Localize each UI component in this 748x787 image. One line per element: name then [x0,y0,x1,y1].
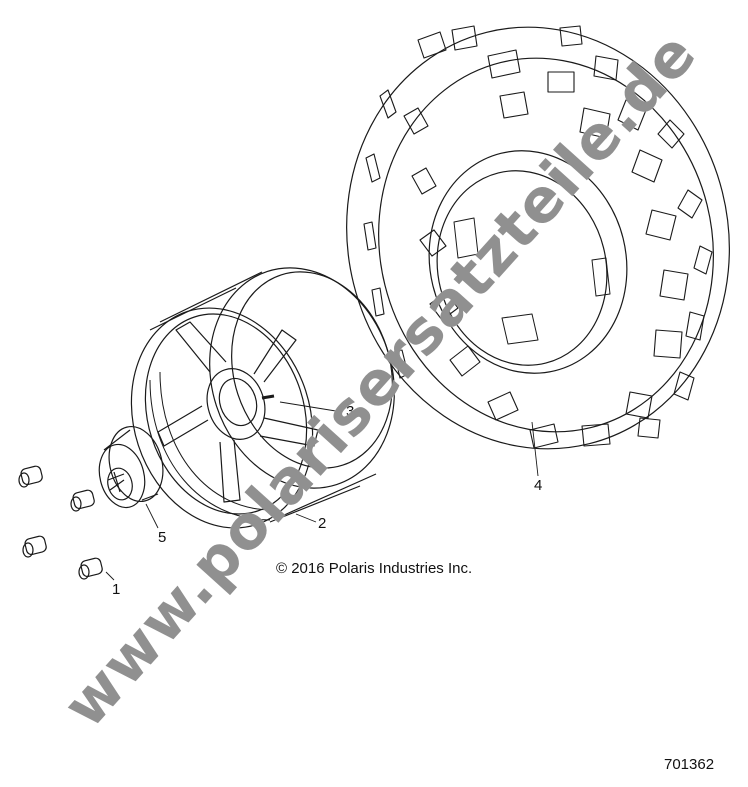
callout-5: 5 [158,529,167,546]
tire-part-4 [346,25,730,450]
lug-nuts-part-1 [18,465,103,580]
callout-2: 2 [318,515,327,532]
wheel-rim-part-2 [130,267,395,529]
leader-lines [105,401,539,581]
callout-4: 4 [534,477,543,494]
callout-3: 3 [346,403,355,420]
tire-tread-blocks [363,25,713,449]
figure-number: 701362 [664,756,715,773]
callout-1: 1 [112,581,121,598]
copyright-notice: © 2016 Polaris Industries Inc. [276,560,473,577]
hub-cap-part-5 [98,425,164,509]
